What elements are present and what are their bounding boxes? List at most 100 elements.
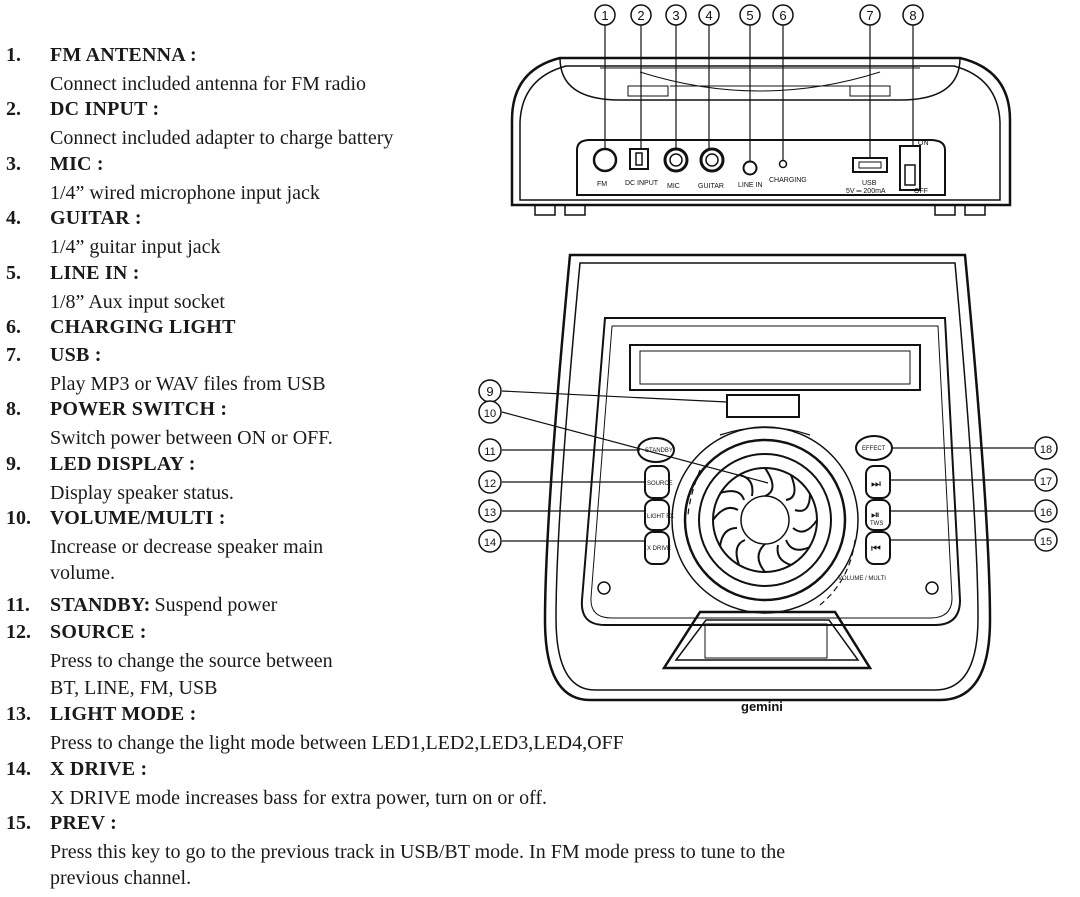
brand-logo: gemini — [741, 699, 783, 714]
item-description: Play MP3 or WAV files from USB — [50, 373, 326, 395]
callout-9: 9 — [486, 384, 493, 399]
callouts: 1 2 3 4 5 6 7 8 9 10 11 12 13 14 15 16 1… — [478, 4, 1058, 553]
item-number: 14. — [6, 758, 31, 780]
list-item: 10.VOLUME/MULTI : — [6, 507, 1066, 530]
item-number: 12. — [6, 621, 31, 643]
callout-4: 4 — [705, 8, 712, 23]
guitar-label: GUITAR — [698, 183, 724, 190]
volume-multi-knob — [683, 438, 847, 602]
item-description: Switch power between ON or OFF. — [50, 427, 333, 449]
item-title: FM ANTENNA : — [50, 44, 197, 66]
power-switch — [899, 145, 921, 191]
callout-3: 3 — [672, 8, 679, 23]
dc-input-port — [629, 148, 649, 170]
item-number: 1. — [6, 44, 21, 66]
item-number: 5. — [6, 262, 21, 284]
list-item: 15.PREV : — [6, 812, 1066, 835]
callout-13: 13 — [484, 507, 496, 519]
item-title: SOURCE : — [50, 621, 147, 643]
charging-light — [778, 159, 788, 169]
callout-12: 12 — [484, 478, 496, 490]
item-number: 13. — [6, 703, 31, 725]
play-pause-button[interactable] — [865, 499, 891, 531]
callout-16: 16 — [1040, 507, 1052, 519]
list-item: 2. DC INPUT : — [6, 98, 1066, 121]
fm-label: FM — [597, 181, 607, 188]
item-description: Increase or decrease speaker main — [50, 536, 324, 558]
item-number: 7. — [6, 344, 21, 366]
item-number: 11. — [6, 594, 30, 616]
item-title: MIC : — [50, 153, 104, 175]
fm-antenna-port — [592, 147, 618, 173]
list-item: 4. GUITAR : — [6, 207, 1066, 230]
item-description: 1/4” wired microphone input jack — [50, 182, 320, 204]
callout-1: 1 — [601, 8, 608, 23]
usb-rating-label: 5V ═ 200mA — [846, 188, 886, 195]
item-title: PREV : — [50, 812, 117, 834]
item-title: CHARGING LIGHT — [50, 316, 236, 338]
item-description: 1/8” Aux input socket — [50, 291, 225, 313]
item-title: DC INPUT : — [50, 98, 160, 120]
light-mode-button[interactable] — [644, 499, 670, 531]
item-title: X DRIVE : — [50, 758, 148, 780]
item-number: 2. — [6, 98, 21, 120]
callout-18: 18 — [1040, 444, 1052, 456]
list-item: 11.STANDBY: Suspend power — [6, 594, 1066, 617]
item-description: Press to change the light mode between L… — [50, 732, 624, 754]
prev-icon: ⏮ — [871, 543, 881, 555]
prev-button[interactable] — [865, 531, 891, 565]
item-title: GUITAR : — [50, 207, 142, 229]
source-label: SOURCE — [647, 481, 673, 487]
item-description: Press this key to go to the previous tra… — [50, 841, 786, 863]
item-number: 9. — [6, 453, 21, 475]
callout-14: 14 — [484, 537, 496, 549]
item-number: 10. — [6, 507, 31, 529]
usb-label: USB — [862, 180, 877, 187]
item-number: 4. — [6, 207, 21, 229]
callout-6: 6 — [779, 8, 786, 23]
item-description: 1/4” guitar input jack — [50, 236, 221, 258]
mic-jack — [663, 147, 689, 173]
item-title: USB : — [50, 344, 102, 366]
item-number: 8. — [6, 398, 21, 420]
callout-7: 7 — [866, 8, 873, 23]
volume-multi-label: VOLUME / MULTI — [838, 576, 886, 582]
list-item: 8.POWER SWITCH : — [6, 398, 1066, 421]
usb-port — [852, 157, 888, 173]
list-item: 14. X DRIVE : — [6, 758, 1066, 781]
item-description: Connect included adapter to charge batte… — [50, 127, 394, 149]
item-title: STANDBY: — [50, 594, 151, 616]
list-item: 3. MIC : — [6, 153, 1066, 176]
item-description: volume. — [50, 562, 115, 584]
list-item: 13. LIGHT MODE : — [6, 703, 1066, 726]
callout-15: 15 — [1040, 536, 1052, 548]
led-display — [726, 394, 800, 418]
line-in-jack — [742, 160, 758, 176]
off-label: OFF — [914, 188, 928, 195]
rear-panel: FM DC INPUT MIC GUITAR LINE IN CHARGING … — [510, 25, 1012, 216]
item-description: previous channel. — [50, 867, 192, 889]
effect-label: EFFECT — [862, 446, 886, 452]
line-in-label: LINE IN — [738, 182, 763, 189]
callout-10: 10 — [484, 408, 496, 420]
list-item: 9.LED DISPLAY : — [6, 453, 1066, 476]
front-panel: STANDBY EFFECT SOURCE LIGHT FX X DRIVE T… — [501, 253, 1034, 714]
next-button[interactable] — [865, 465, 891, 499]
dc-input-label: DC INPUT — [625, 180, 659, 187]
charging-label: CHARGING — [769, 177, 807, 184]
list-item: 7. USB : — [6, 344, 1066, 367]
callout-11: 11 — [484, 446, 495, 458]
light-fx-label: LIGHT FX — [647, 514, 674, 520]
list-item: 1. FM ANTENNA : — [6, 44, 1066, 67]
play-pause-icon: ⏯ — [871, 509, 880, 521]
callout-5: 5 — [746, 8, 753, 23]
list-item: 5.LINE IN : — [6, 262, 1066, 285]
item-number: 3. — [6, 153, 21, 175]
x-drive-button[interactable] — [644, 531, 670, 565]
mic-label: MIC — [667, 183, 680, 190]
tws-label: TWS — [870, 521, 883, 527]
x-drive-label: X DRIVE — [647, 546, 671, 552]
item-title: LIGHT MODE : — [50, 703, 197, 725]
item-description: X DRIVE mode increases bass for extra po… — [50, 787, 548, 809]
